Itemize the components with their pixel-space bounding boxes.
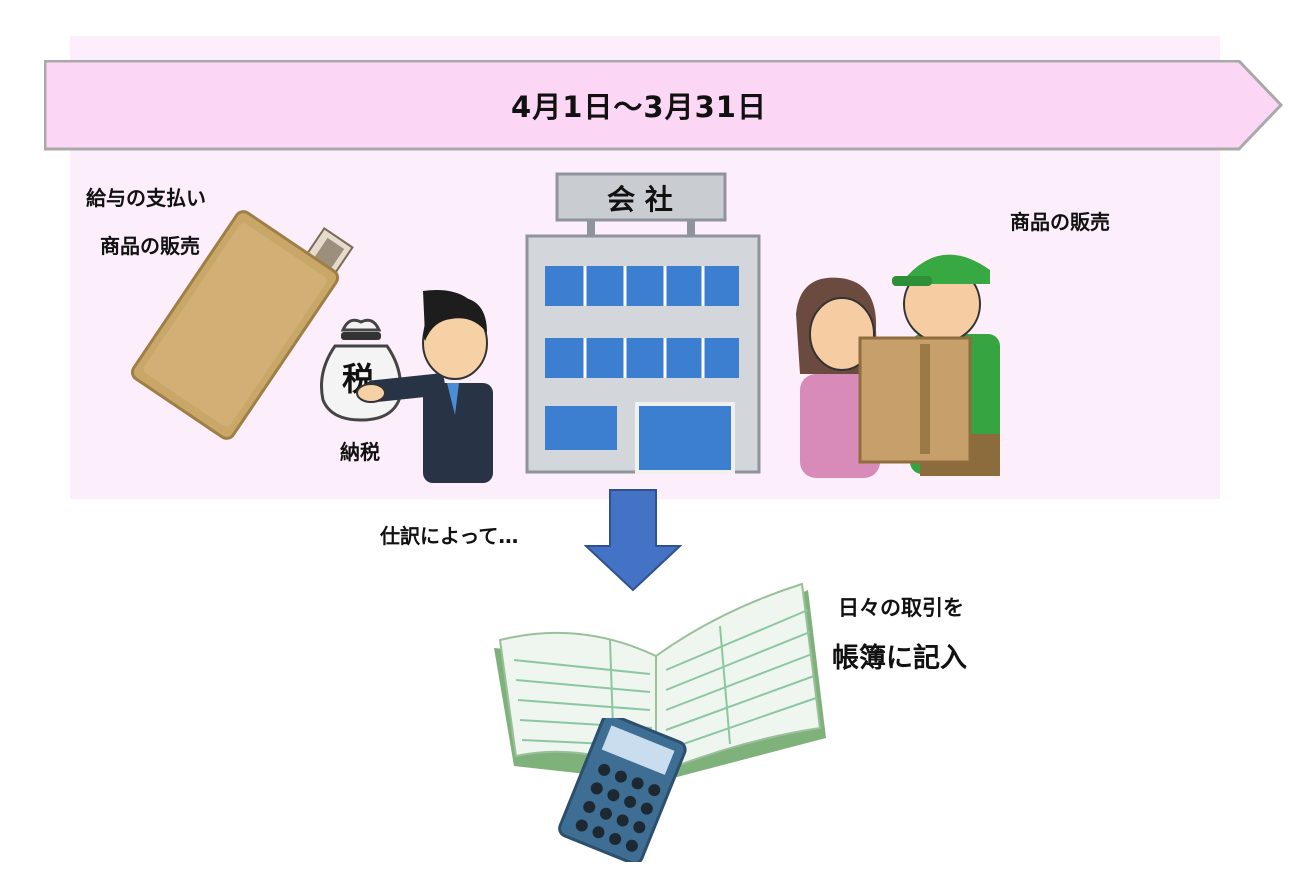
period-label: 4月1日〜3月31日 [511, 90, 767, 124]
businessman-icon [356, 290, 493, 483]
company-sign: 会 社 [607, 183, 673, 216]
ledger-caption-line2: 帳簿に記入 [832, 643, 967, 674]
delivery-people-icon [796, 254, 1000, 478]
journal-entry-label: 仕訳によって… [380, 524, 519, 548]
down-arrow-icon [584, 489, 682, 592]
product-sales-label-right: 商品の販売 [1010, 210, 1110, 234]
product-sales-label-left: 商品の販売 [100, 234, 200, 258]
salary-payment-label: 給与の支払い [86, 186, 206, 210]
period-banner [44, 60, 1284, 151]
pay-envelope-icon [130, 210, 354, 440]
tax-payment-label: 納税 [340, 440, 380, 464]
calculator-icon [558, 718, 687, 862]
ledger-caption-line1: 日々の取引を [838, 596, 964, 620]
company-building-icon [525, 172, 761, 474]
